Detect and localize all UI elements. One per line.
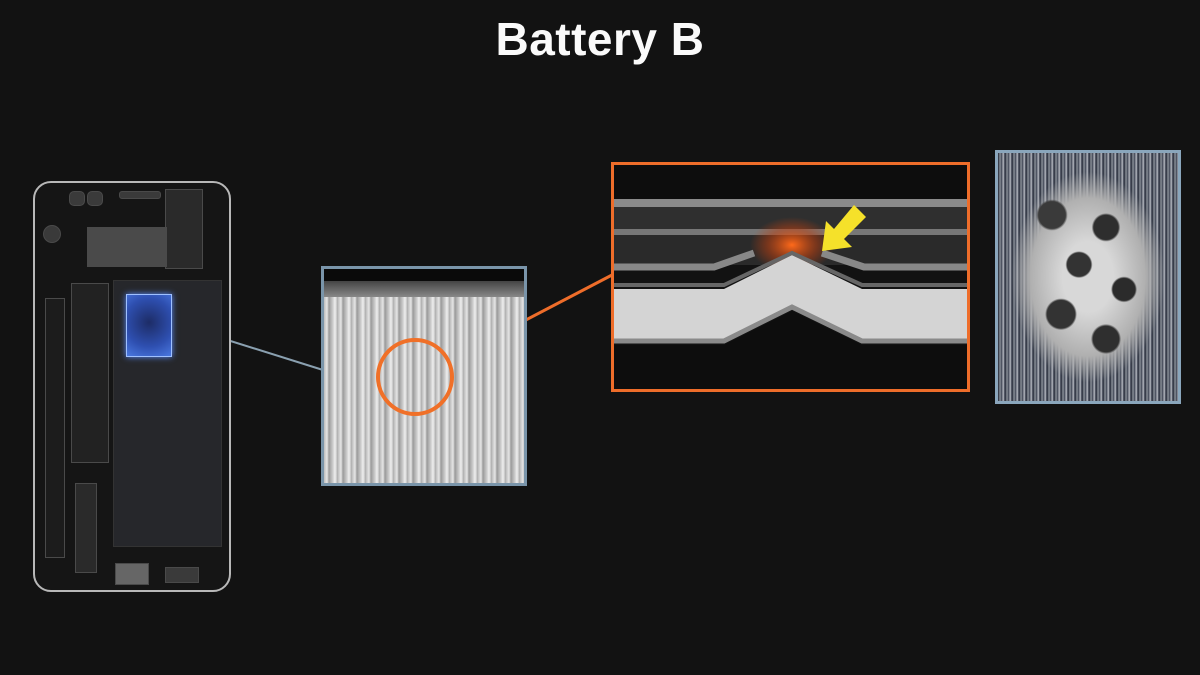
- chipset-module: [87, 227, 167, 267]
- usb-port: [115, 563, 149, 585]
- phone-xray-image: [33, 181, 231, 592]
- micrograph-image: [995, 150, 1181, 404]
- flex-cable: [75, 483, 97, 573]
- vibration-motor: [43, 225, 61, 243]
- ct-scan-cap-band: [324, 281, 524, 297]
- logic-board: [71, 283, 109, 463]
- ct-scan-image: [321, 266, 527, 486]
- ct-scan-top-edge: [324, 269, 524, 281]
- heat-glow: [750, 217, 834, 273]
- antenna-strip: [45, 298, 65, 558]
- yellow-arrow-icon: [822, 205, 866, 251]
- electrode-diagram: [611, 162, 970, 392]
- sim-tray: [165, 189, 203, 269]
- speaker-grille: [119, 191, 161, 199]
- camera-lens: [87, 191, 103, 206]
- camera-lens: [69, 191, 85, 206]
- battery-highlight-region: [126, 294, 172, 357]
- slide-title: Battery B: [495, 13, 705, 65]
- speaker-module: [165, 567, 199, 583]
- defect-circle-marker: [376, 338, 454, 416]
- electrode-layers-svg: [614, 165, 967, 389]
